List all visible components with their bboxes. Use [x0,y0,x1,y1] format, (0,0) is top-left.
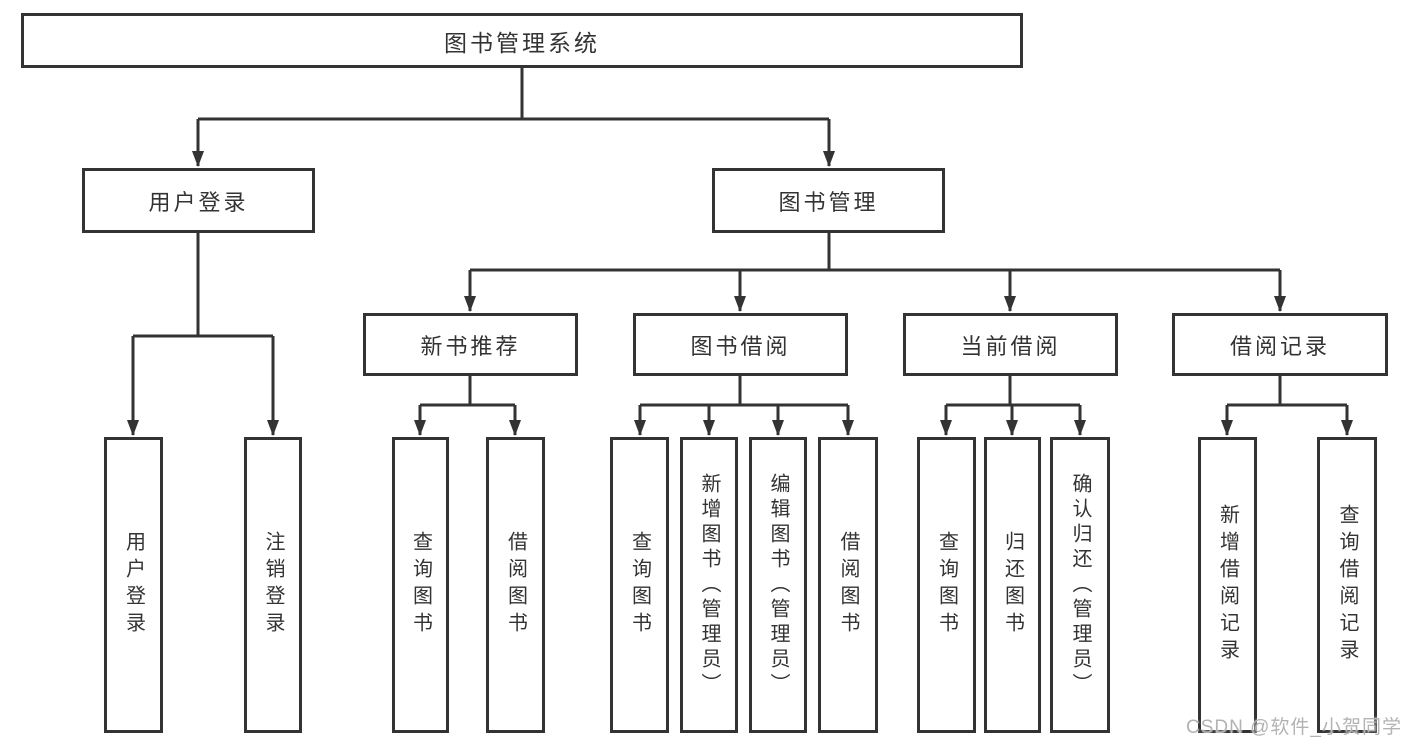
node-label: 编辑图书（管理员） [767,472,789,698]
node-label: 借阅记录 [1229,333,1330,359]
node-label: 图书管理 [778,189,879,215]
node-user-login: 用户登录 [82,168,315,233]
node-label: 用户登录 [122,531,145,639]
leaf-query-books-recommend: 查询图书 [392,437,449,733]
node-label: 查询借阅记录 [1336,504,1358,666]
node-label: 新增图书（管理员） [698,472,720,698]
leaf-query-borrow-record: 查询借阅记录 [1317,437,1377,733]
node-label: 查询图书 [628,531,651,639]
node-label: 新书推荐 [420,333,521,359]
node-label: 确认归还（管理员） [1069,472,1091,698]
node-book-borrow: 图书借阅 [633,313,848,376]
leaf-add-borrow-record: 新增借阅记录 [1198,437,1257,733]
leaf-logout: 注销登录 [244,437,302,733]
node-borrow-records: 借阅记录 [1172,313,1388,376]
node-book-management: 图书管理 [712,168,945,233]
node-label: 新增借阅记录 [1216,504,1239,666]
leaf-confirm-return-admin: 确认归还（管理员） [1050,437,1110,733]
node-current-borrow: 当前借阅 [903,313,1118,376]
node-label: 查询图书 [935,531,958,639]
node-label: 注销登录 [262,531,284,639]
node-label: 用户登录 [148,189,249,215]
leaf-return-book: 归还图书 [984,437,1041,733]
node-label: 图书管理系统 [444,29,600,56]
leaf-add-book-admin: 新增图书（管理员） [680,437,738,733]
node-label: 图书借阅 [690,333,791,359]
node-label: 归还图书 [1001,531,1024,639]
leaf-user-login: 用户登录 [104,437,163,733]
node-label: 借阅图书 [504,531,527,639]
csdn-watermark: CSDN @软件_小贺同学 [1186,717,1402,738]
leaf-query-books-borrow: 查询图书 [610,437,669,733]
leaf-query-books-current: 查询图书 [917,437,976,733]
leaf-edit-book-admin: 编辑图书（管理员） [749,437,807,733]
node-library-management-system: 图书管理系统 [21,13,1023,68]
leaf-borrow-books: 借阅图书 [818,437,878,733]
leaf-borrow-books-recommend: 借阅图书 [486,437,545,733]
node-label: 借阅图书 [837,531,859,639]
node-label: 查询图书 [409,531,432,639]
node-new-book-recommend: 新书推荐 [363,313,578,376]
node-label: 当前借阅 [960,333,1061,359]
